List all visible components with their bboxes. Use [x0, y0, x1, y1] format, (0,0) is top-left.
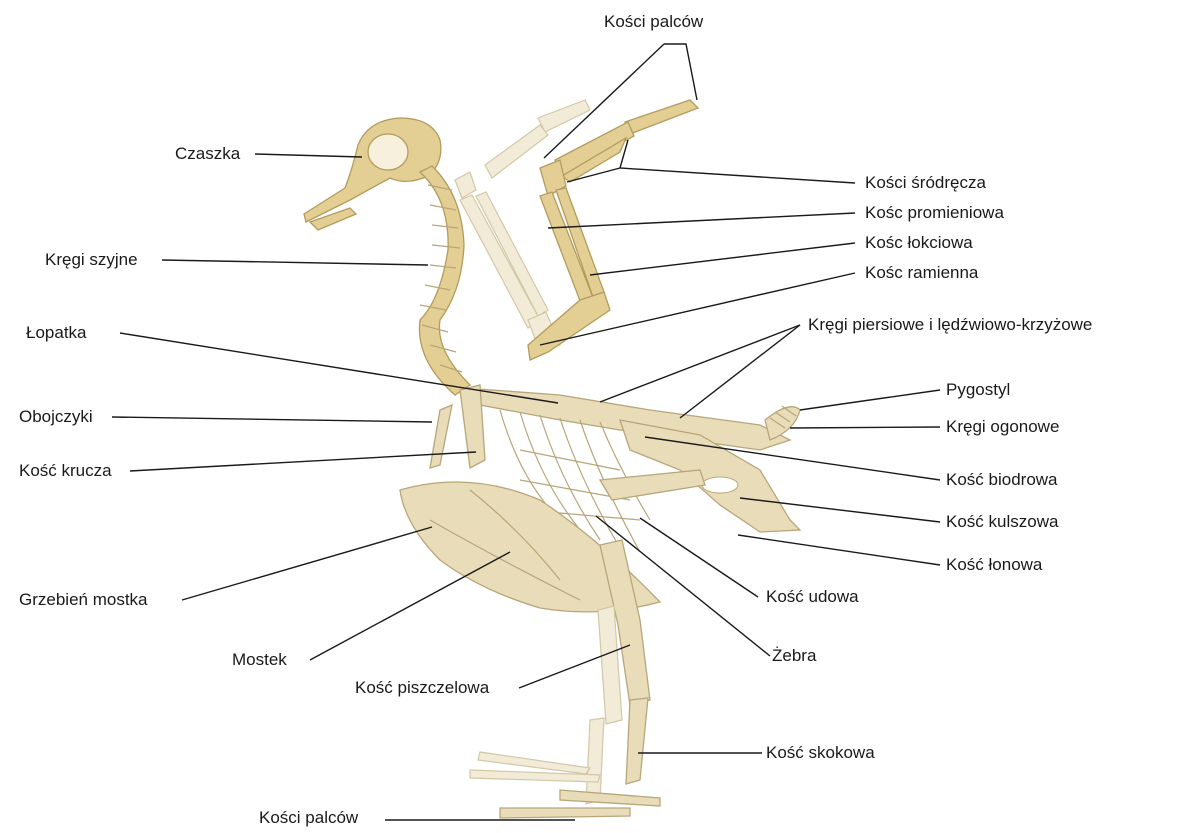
leader-obojczyki	[112, 417, 432, 422]
label-kregi-ogonowe: Kręgi ogonowe	[946, 417, 1059, 437]
label-kosc-biodrowa: Kość biodrowa	[946, 470, 1058, 490]
leader-lopatka	[120, 333, 558, 403]
label-zebra: Żebra	[772, 646, 816, 666]
leader-kregi-szyjne	[162, 260, 428, 265]
label-kosc-piszczelowa: Kość piszczelowa	[355, 678, 489, 698]
label-kosci-palcow-bottom: Kości palców	[259, 808, 358, 828]
label-kosci-srodrecza: Kości śródręcza	[865, 173, 986, 193]
wing-illustration	[528, 100, 698, 360]
label-pygostyl: Pygostyl	[946, 380, 1010, 400]
label-kregi-szyjne: Kręgi szyjne	[45, 250, 138, 270]
leader-kosc-udowa	[640, 518, 758, 597]
leader-pygostyl	[800, 390, 940, 410]
scapula-coracoid-illustration	[430, 385, 485, 468]
leader-kregi-ogonowe	[790, 427, 940, 428]
leader-kosci-srodrecza	[620, 140, 855, 183]
leader-mostek	[310, 552, 510, 660]
leader-kosc-lokciowa	[590, 243, 855, 275]
leader-grzebien-mostka	[182, 527, 432, 600]
label-kosc-skokowa: Kość skokowa	[766, 743, 875, 763]
leader-kregi-piersiowe-2	[680, 325, 800, 418]
leader-kosc-promieniowa	[548, 213, 855, 228]
leader-czaszka	[255, 154, 362, 157]
label-kosc-lokciowa: Kośc łokciowa	[865, 233, 973, 253]
leader-kosci-palcow-top-2	[664, 44, 697, 100]
skull-illustration	[304, 118, 441, 230]
label-lopatka: Łopatka	[26, 323, 87, 343]
leader-kosc-krucza	[130, 452, 476, 471]
label-kosc-krucza: Kość krucza	[19, 461, 112, 481]
leader-kregi-piersiowe	[600, 325, 800, 402]
label-grzebien-mostka: Grzebień mostka	[19, 590, 148, 610]
label-kregi-piersiowe: Kręgi piersiowe i lędźwiowo-krzyżowe	[808, 315, 1092, 335]
leader-kosc-lonowa	[738, 535, 940, 565]
label-obojczyki: Obojczyki	[19, 407, 93, 427]
label-kosc-ramienna: Kośc ramienna	[865, 263, 978, 283]
label-kosc-lonowa: Kość łonowa	[946, 555, 1042, 575]
label-mostek: Mostek	[232, 650, 287, 670]
label-kosc-promieniowa: Kośc promieniowa	[865, 203, 1004, 223]
label-kosci-palcow-top: Kości palców	[604, 12, 703, 32]
label-kosc-udowa: Kość udowa	[766, 587, 859, 607]
label-czaszka: Czaszka	[175, 144, 240, 164]
label-kosc-kulszowa: Kość kulszowa	[946, 512, 1058, 532]
